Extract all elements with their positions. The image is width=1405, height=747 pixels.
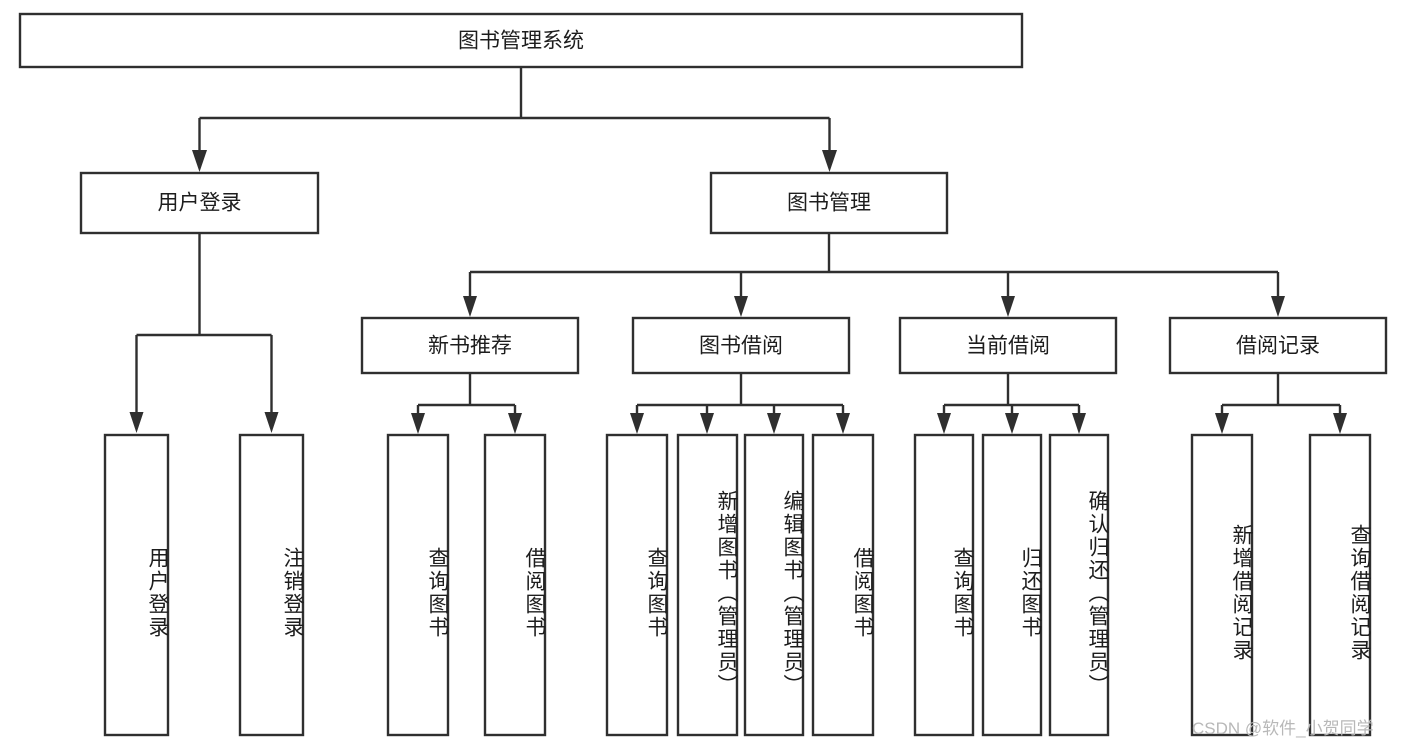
connector-group-current-borrow (937, 373, 1086, 434)
arrow-head-bb-add-book (700, 413, 714, 434)
node-root[interactable]: 图书管理系统 (18, 12, 1024, 69)
leaf-box-cb-return-book[interactable] (981, 433, 1043, 737)
node-new-book-recommend-label: 新书推荐 (428, 335, 512, 358)
arrow-head-br-query-record (1333, 413, 1347, 434)
arrow-head-new-book (463, 296, 477, 317)
leaf-label-cb-confirm-return: 确认归还（管理员） (1086, 489, 1109, 697)
arrow-head-bb-edit-book (767, 413, 781, 434)
leaf-box-cb-confirm-return[interactable] (1048, 433, 1110, 737)
leaf-box-bb-add-book[interactable] (676, 433, 739, 737)
node-borrow-record-label: 借阅记录 (1236, 335, 1320, 358)
node-user-login-box[interactable] (79, 171, 320, 235)
leaf-box-logout[interactable] (238, 433, 305, 737)
leaf-label-bb-add-book: 新增图书（管理员） (715, 489, 738, 697)
leaf-label-nb-query-book: 查询图书 (426, 547, 449, 639)
arrow-head-nb-query-book (411, 413, 425, 434)
leaf-label-user-login: 用户登录 (146, 547, 169, 639)
leaf-box-br-add-record[interactable] (1190, 433, 1254, 737)
arrow-head-leaf-logout (264, 412, 279, 433)
node-book-manage-box[interactable] (709, 171, 949, 235)
leaf-label-br-query-record: 查询借阅记录 (1348, 524, 1371, 662)
leaf-box-br-query-record[interactable] (1308, 433, 1372, 737)
leaf-box-nb-borrow-book[interactable] (483, 433, 547, 737)
csdn-watermark: CSDN @软件_小贺同学 (1192, 719, 1374, 738)
node-current-borrow[interactable]: 当前借阅 (898, 316, 1118, 375)
leaf-box-cb-query-book[interactable] (913, 433, 975, 737)
leaf-box-user-login[interactable] (103, 433, 170, 737)
leaf-box-nb-query-book[interactable] (386, 433, 450, 737)
leaf-box-bb-edit-book[interactable] (743, 433, 805, 737)
node-book-manage[interactable]: 图书管理 (709, 171, 949, 235)
node-new-book-recommend[interactable]: 新书推荐 (360, 316, 580, 375)
arrow-head-borrow-record (1271, 296, 1285, 317)
leaf-label-br-add-record: 新增借阅记录 (1230, 524, 1253, 662)
arrow-head-br-add-record (1215, 413, 1229, 434)
connector-group-user-login (129, 233, 279, 433)
arrow-head-cb-return-book (1005, 413, 1019, 434)
node-book-borrow[interactable]: 图书借阅 (631, 316, 851, 375)
arrow-head-current-borrow (1001, 296, 1015, 317)
connector-group-new-book (411, 373, 522, 434)
node-book-borrow-box[interactable] (631, 316, 851, 375)
arrow-head-bb-borrow-book (836, 413, 850, 434)
arrow-head-book-borrow (734, 296, 748, 317)
leaf-box-bb-borrow-book[interactable] (811, 433, 875, 737)
arrow-head-bb-query-book (630, 413, 644, 434)
leaf-label-cb-query-book: 查询图书 (951, 547, 974, 639)
leaf-label-cb-return-book: 归还图书 (1019, 547, 1042, 639)
connector-group-root (192, 67, 837, 172)
node-root-label: 图书管理系统 (458, 30, 584, 53)
arrow-head-leaf-user-login (129, 412, 144, 433)
node-current-borrow-box[interactable] (898, 316, 1118, 375)
node-borrow-record[interactable]: 借阅记录 (1168, 316, 1388, 375)
leaf-box-bb-query-book[interactable] (605, 433, 669, 737)
arrow-head-nb-borrow-book (508, 413, 522, 434)
leaf-label-logout: 注销登录 (281, 547, 304, 639)
node-borrow-record-box[interactable] (1168, 316, 1388, 375)
connector-group-book-borrow (630, 373, 850, 434)
node-root-box[interactable] (18, 12, 1024, 69)
leaf-label-bb-borrow-book: 借阅图书 (851, 547, 874, 639)
node-current-borrow-label: 当前借阅 (966, 335, 1050, 358)
node-book-borrow-label: 图书借阅 (699, 335, 783, 358)
node-user-login[interactable]: 用户登录 (79, 171, 320, 235)
node-book-manage-label: 图书管理 (787, 192, 871, 215)
leaf-label-bb-edit-book: 编辑图书（管理员） (781, 489, 804, 697)
leaf-label-nb-borrow-book: 借阅图书 (523, 547, 546, 639)
arrow-head-book-manage (822, 150, 837, 172)
arrow-head-cb-confirm-return (1072, 413, 1086, 434)
connector-group-book-manage (463, 233, 1285, 317)
node-user-login-label: 用户登录 (158, 192, 242, 215)
connector-group-borrow-record (1215, 373, 1347, 434)
arrow-head-user-login (192, 150, 207, 172)
leaf-label-bb-query-book: 查询图书 (645, 547, 668, 639)
arrow-head-cb-query-book (937, 413, 951, 434)
node-new-book-recommend-box[interactable] (360, 316, 580, 375)
